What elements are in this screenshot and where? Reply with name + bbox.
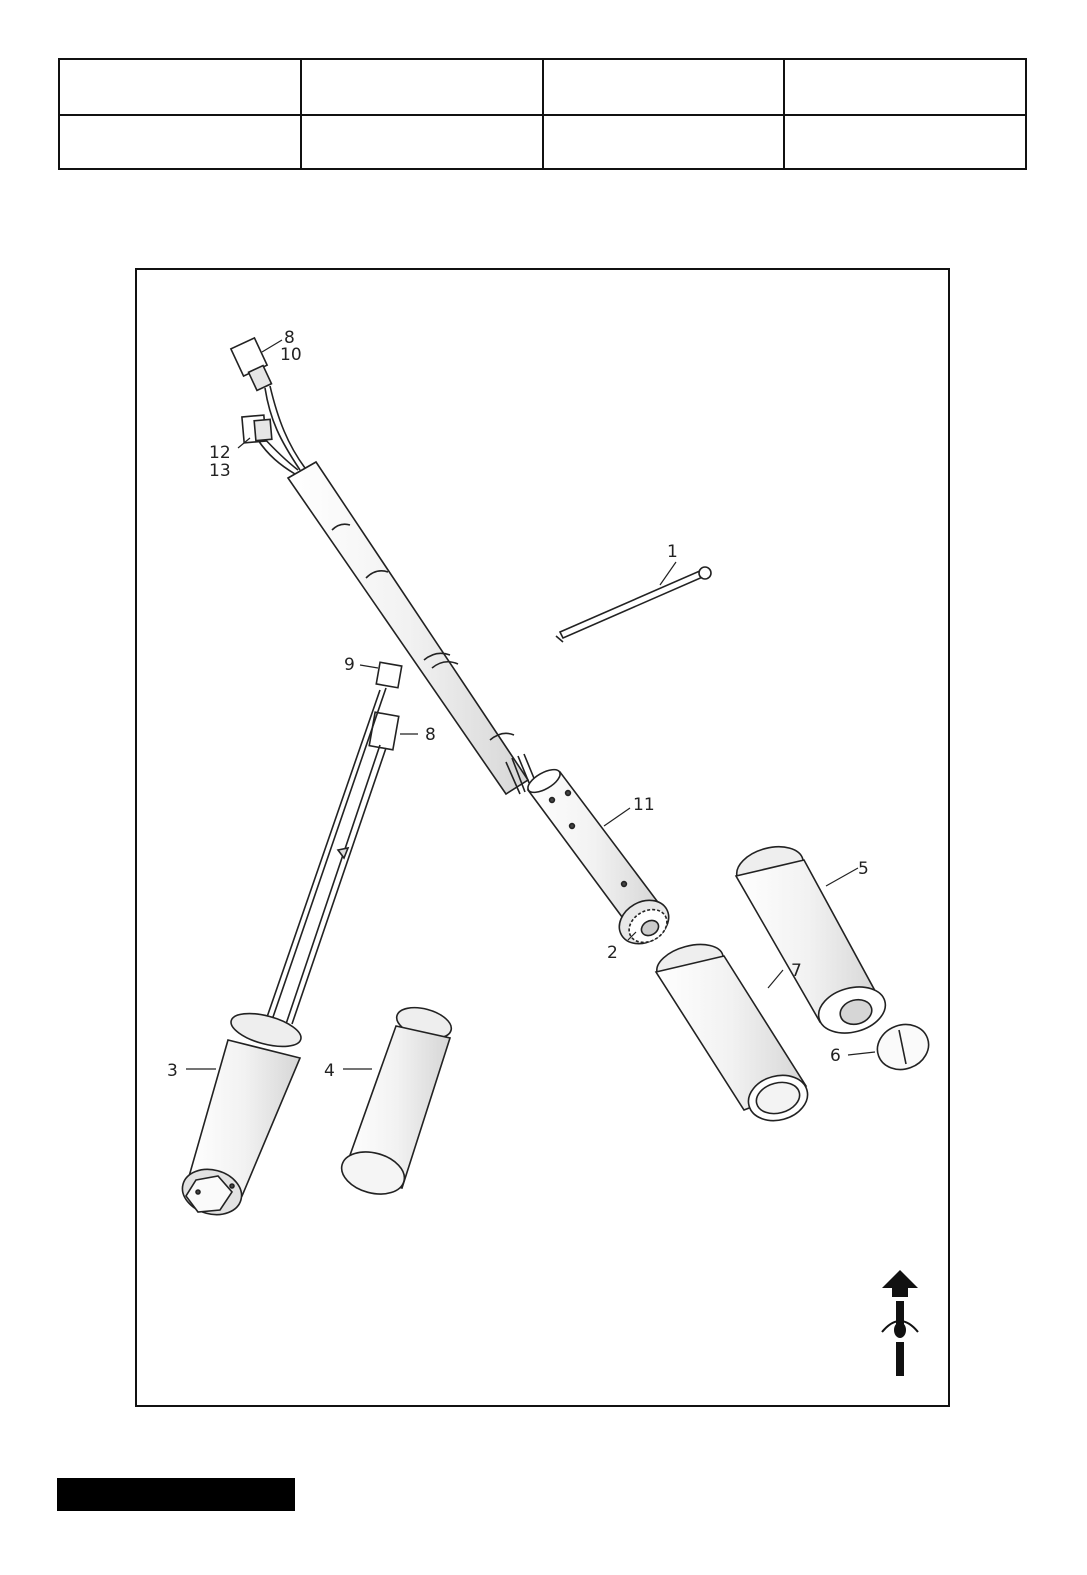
footer-bar	[57, 1478, 295, 1511]
top-connectors	[229, 336, 273, 444]
main-harness	[257, 385, 670, 945]
leader-lines	[186, 339, 876, 1070]
header-cell	[299, 58, 544, 116]
callout-4: 4	[324, 1061, 335, 1081]
header-cell	[58, 114, 302, 170]
callout-5: 5	[858, 859, 869, 879]
callout-9: 9	[344, 655, 355, 675]
callout-10: 10	[280, 345, 302, 365]
header-table	[58, 58, 1027, 170]
grip-5	[734, 845, 887, 1034]
left-harness	[181, 661, 403, 1216]
callout-2: 2	[607, 943, 618, 963]
end-cap	[876, 1023, 930, 1071]
front-arrow-rider-icon	[881, 1270, 919, 1376]
end-gear	[618, 899, 670, 945]
header-cell	[541, 58, 786, 116]
header-cell	[299, 114, 544, 170]
callout-8-top: 8	[284, 328, 295, 348]
grip-7	[654, 943, 809, 1122]
header-cell	[783, 114, 1027, 170]
header-cell	[541, 114, 786, 170]
cable-tie	[555, 566, 712, 643]
header-cell	[58, 58, 302, 116]
callouts: 8 10 12 13 1 9 8 11 5 2 7 6 3 4	[167, 328, 869, 1081]
callout-1: 1	[667, 542, 678, 562]
callout-6: 6	[830, 1046, 841, 1066]
callout-8-mid: 8	[425, 725, 436, 745]
header-row	[58, 114, 1027, 170]
diagram-frame	[135, 268, 950, 1407]
header-cell	[783, 58, 1027, 116]
callout-7: 7	[791, 961, 802, 981]
callout-12: 12	[209, 443, 231, 463]
header-row	[58, 58, 1027, 116]
callout-3: 3	[167, 1061, 178, 1081]
grip-4	[340, 1006, 453, 1195]
callout-13: 13	[209, 461, 231, 481]
callout-11: 11	[633, 795, 655, 815]
